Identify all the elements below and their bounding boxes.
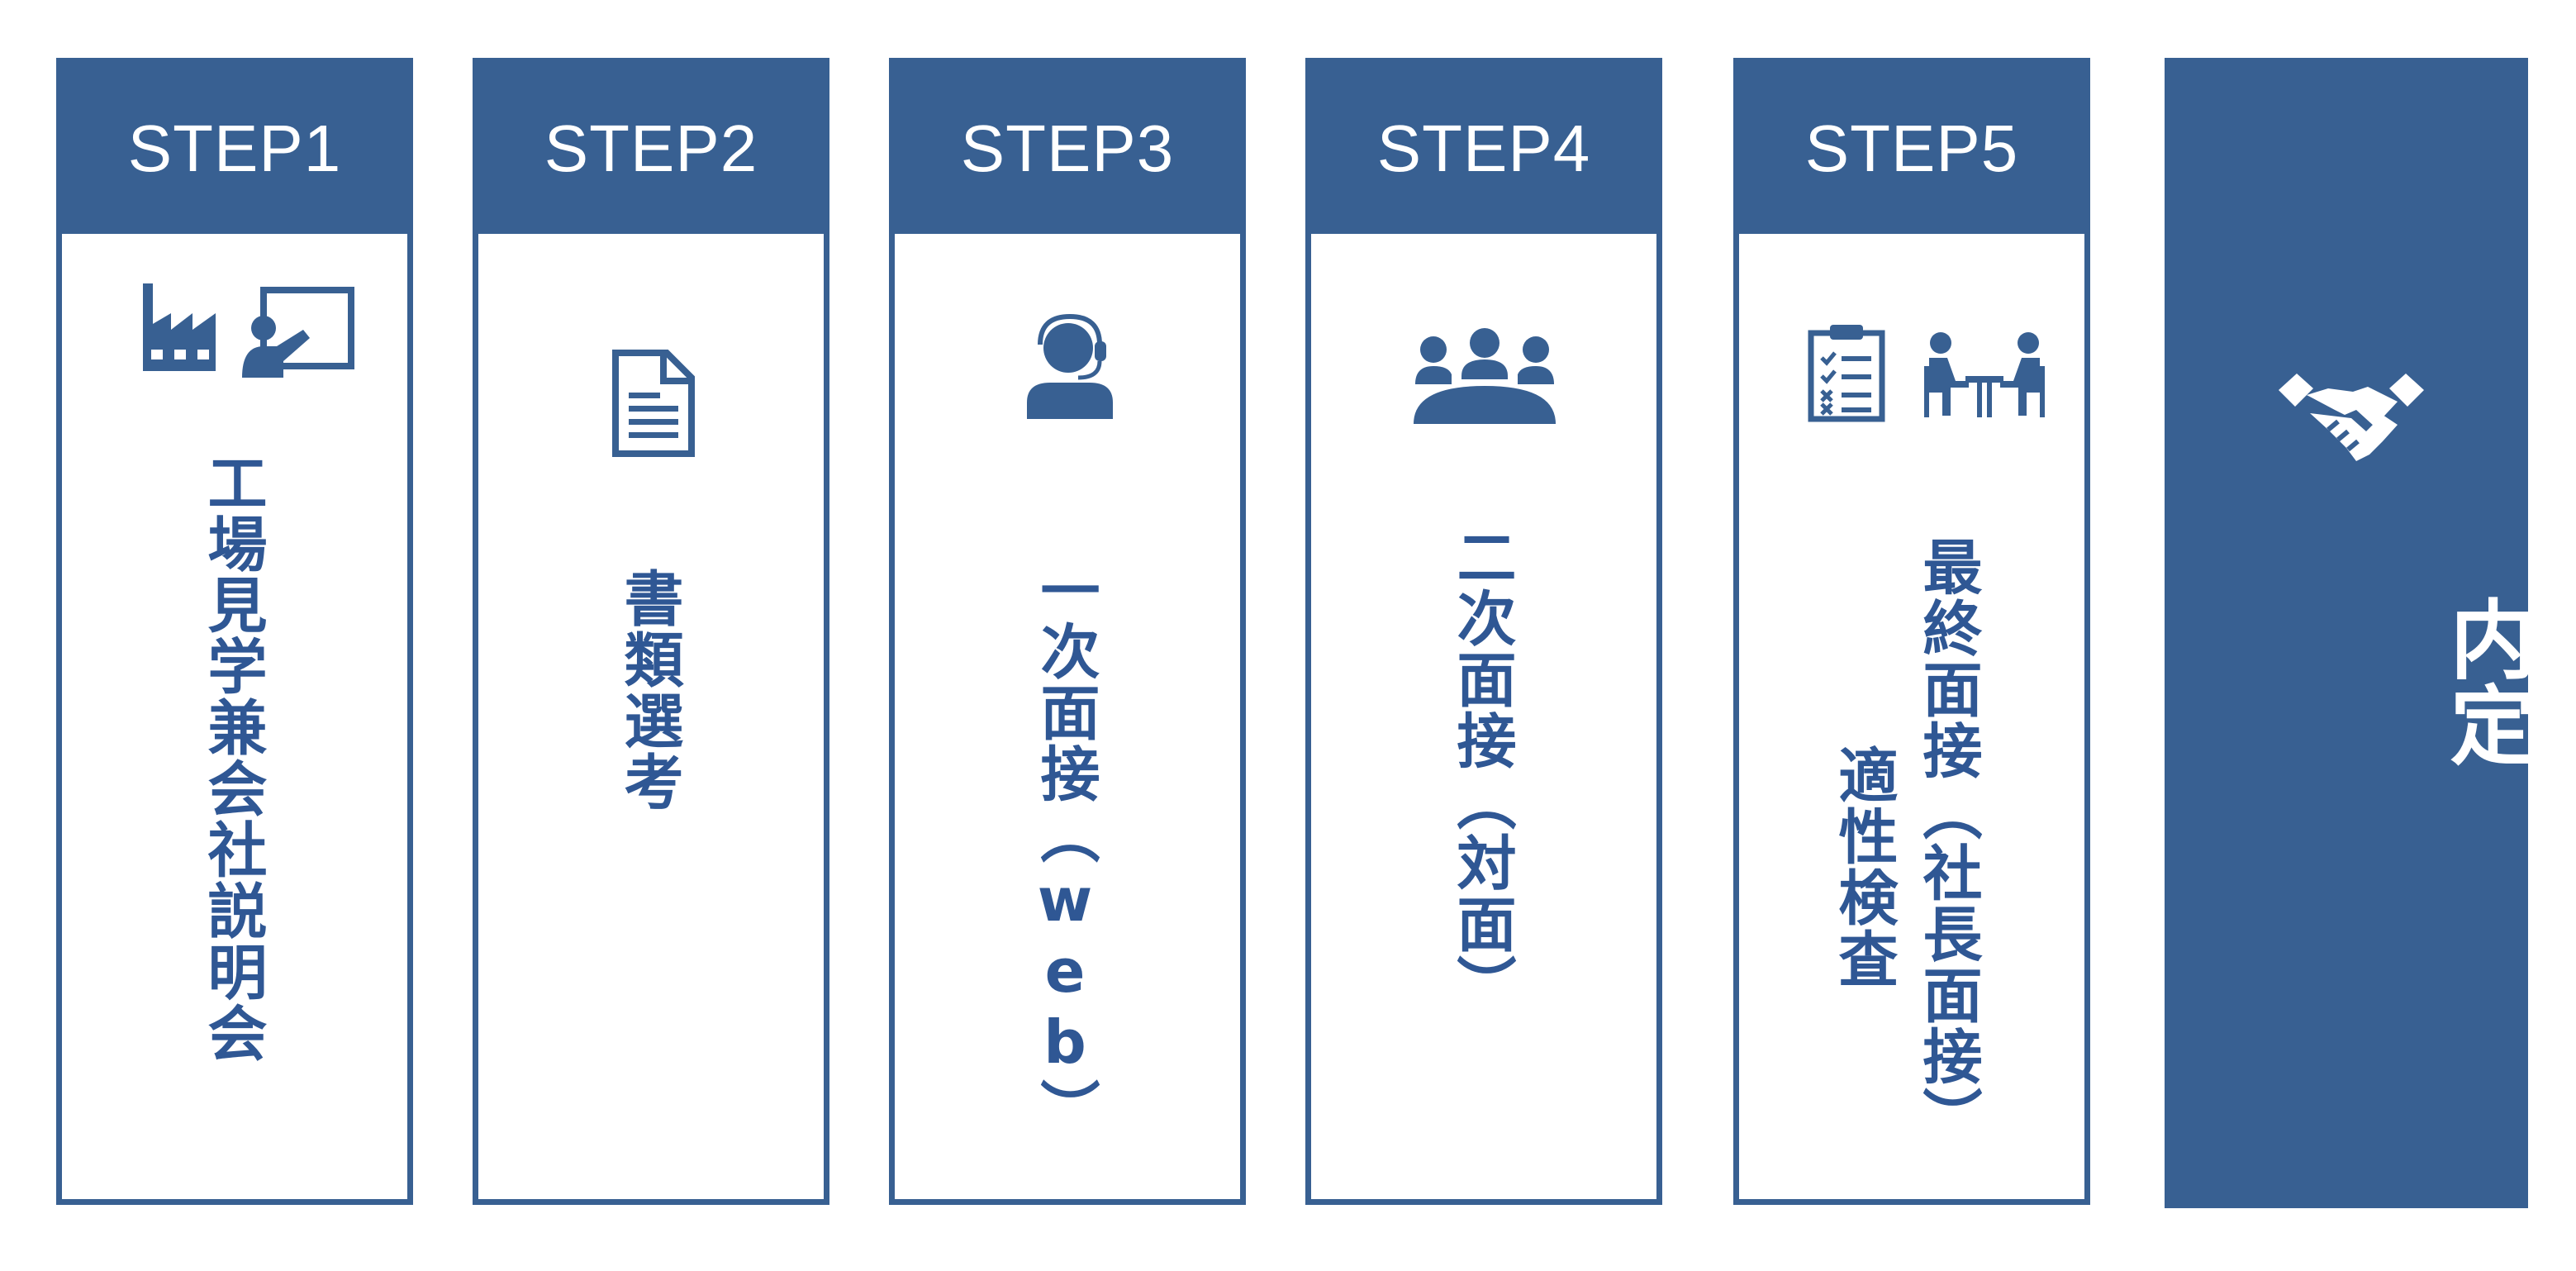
step-2-header: STEP2 (478, 64, 824, 234)
headset-user-icon (1027, 313, 1113, 419)
step-5-header: STEP5 (1739, 64, 2084, 234)
step-5-label: STEP5 (1804, 112, 2019, 185)
step-2-card: STEP2 書類選考 (473, 58, 829, 1205)
step-3-header: STEP3 (895, 64, 1240, 234)
document-icon (612, 350, 695, 457)
step-2-title: 書類選考 (614, 568, 683, 812)
step-5-card: STEP5 最終面接（社長面接） 適性検査 (1733, 58, 2090, 1205)
step-3-label: STEP3 (960, 112, 1175, 185)
interview-icon (1924, 332, 2045, 417)
group-meeting-icon (1414, 328, 1556, 424)
presentation-icon (242, 287, 354, 378)
handshake-icon (2279, 374, 2424, 461)
step-1-label: STEP1 (127, 112, 342, 185)
step-3-title: 一次面接（web） (1030, 559, 1100, 1140)
step-4-title: 二次面接（対面） (1447, 526, 1516, 1016)
step-5-title-sub: 適性検査 (1828, 745, 1898, 989)
offer-label: 内定 (2435, 595, 2536, 767)
step-1-title: 工場見学兼会社説明会 (197, 452, 267, 1064)
checklist-icon (1808, 325, 1885, 422)
step-4-label: STEP4 (1376, 112, 1591, 185)
step-1-card: STEP1 工場見学兼会社説明会 (56, 58, 413, 1205)
step-3-card: STEP3 一次面接（web） (889, 58, 1246, 1205)
step-2-label: STEP2 (544, 112, 758, 185)
step-4-header: STEP4 (1311, 64, 1656, 234)
step-5-title-main: 最終面接（社長面接） (1913, 536, 1982, 1148)
step-4-card: STEP4 二次面接（対面） (1305, 58, 1662, 1205)
factory-icon (143, 283, 216, 371)
step-1-header: STEP1 (62, 64, 407, 234)
offer-card: 内定 (2165, 58, 2536, 1208)
